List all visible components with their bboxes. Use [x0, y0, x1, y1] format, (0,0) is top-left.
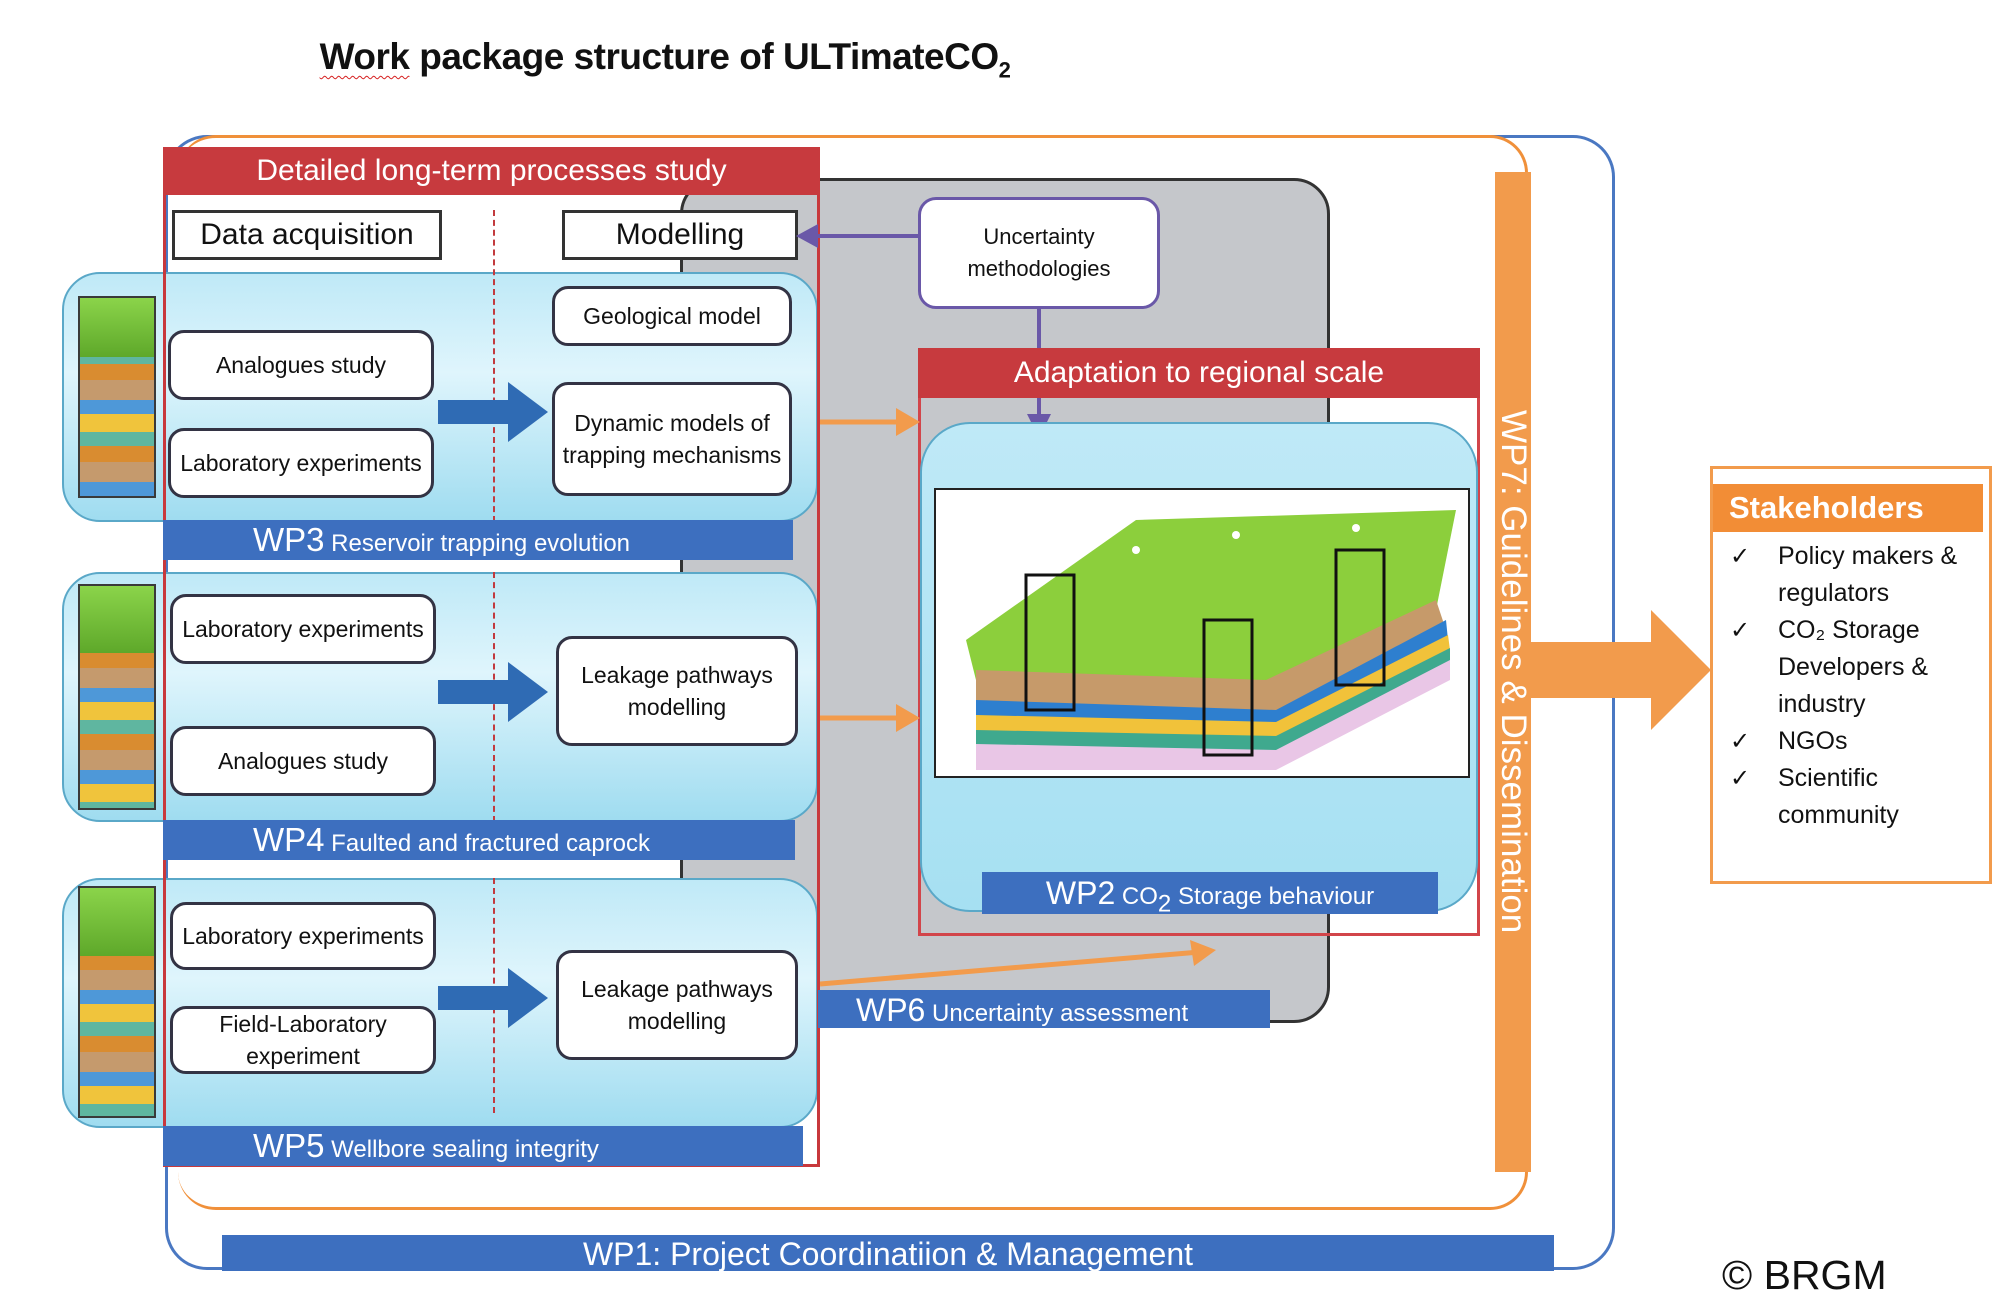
wp4-analogues-study-box: Analogues study [170, 726, 436, 796]
wp2-code: WP2 [1045, 875, 1116, 911]
wp5-laboratory-experiments-box: Laboratory experiments [170, 902, 436, 970]
data-acquisition-header: Data acquisition [172, 210, 442, 260]
wp3-bar: WP3 Reservoir trapping evolution [163, 520, 793, 560]
wp6-code: WP6 [856, 992, 926, 1028]
wp3-dynamic-models-box: Dynamic models of trapping mechanisms [552, 382, 792, 496]
wp5-leakage-pathways-box: Leakage pathways modelling [556, 950, 798, 1060]
wp7-label-text: WP7: Guidelines & Dissemination [1494, 410, 1533, 934]
wp5-title: Wellbore sealing integrity [324, 1136, 599, 1163]
wp3-geological-model-box: Geological model [552, 286, 792, 346]
stakeholders-list: Policy makers & regulators CO₂ Storage D… [1730, 538, 1990, 834]
wp2-title-b: Storage behaviour [1171, 883, 1375, 910]
wp4-leakage-pathways-box: Leakage pathways modelling [556, 636, 798, 746]
wp5-bar: WP5 Wellbore sealing integrity [163, 1126, 803, 1166]
wp7-bar [1495, 172, 1531, 1172]
wp4-to-wp2-arrow-icon [820, 704, 920, 732]
regional-geology-block-image [934, 488, 1470, 778]
stakeholder-item: Scientific community [1730, 760, 1990, 834]
wp6-bar: WP6 Uncertainty assessment [818, 990, 1270, 1028]
title-subscript: 2 [998, 57, 1011, 83]
copyright: © BRGM [1722, 1252, 1887, 1298]
wp4-bar: WP4 Faulted and fractured caprock [163, 820, 795, 860]
wp2-bar: WP2 CO2 Storage behaviour [982, 872, 1438, 918]
uncertainty-to-modelling-arrow-icon [796, 224, 920, 248]
dissemination-arrow-icon [1531, 610, 1711, 730]
wp3-geology-strip [78, 296, 156, 498]
wp4-code: WP4 [253, 821, 325, 858]
wp3-title: Reservoir trapping evolution [324, 530, 631, 557]
wp3-to-wp2-arrow-icon [820, 408, 920, 436]
diagram-title: Work package structure of ULTimateCO2 [0, 36, 1330, 83]
title-main: package structure of ULTimateCO [409, 36, 999, 77]
title-prefix: Work [319, 36, 410, 77]
wp4-title: Faulted and fractured caprock [324, 830, 651, 857]
wp5-field-laboratory-box: Field-Laboratory experiment [170, 1006, 436, 1074]
column-divider [493, 210, 495, 522]
wp5-to-wp2-arrow-icon [820, 940, 1216, 987]
stakeholders-header: Stakeholders [1713, 484, 1983, 532]
wp3-right-arrow-icon [438, 382, 548, 442]
wp4-right-arrow-icon [438, 662, 548, 722]
adaptation-regional-scale-header: Adaptation to regional scale [918, 348, 1480, 398]
wp4-geology-strip [78, 584, 156, 810]
wp3-code: WP3 [253, 521, 325, 558]
wp4-laboratory-experiments-box: Laboratory experiments [170, 594, 436, 664]
wp5-code: WP5 [253, 1127, 325, 1164]
modelling-header: Modelling [562, 210, 798, 260]
wp3-analogues-study-box: Analogues study [168, 330, 434, 400]
wp2-title-sub: 2 [1157, 890, 1172, 918]
wp6-title: Uncertainty assessment [925, 1000, 1189, 1027]
stakeholder-item: CO₂ Storage Developers & industry [1730, 612, 1990, 723]
stakeholder-item: NGOs [1730, 723, 1990, 760]
wp2-title-a: CO [1115, 883, 1158, 910]
wp3-laboratory-experiments-box: Laboratory experiments [168, 428, 434, 498]
wp7-label: WP7: Guidelines & Dissemination [1494, 172, 1533, 1172]
wp1-bar: WP1: Project Coordinatiion & Management [222, 1235, 1554, 1272]
uncertainty-methodologies-box: Uncertainty methodologies [918, 197, 1160, 309]
stakeholder-item: Policy makers & regulators [1730, 538, 1990, 612]
long-term-study-header: Detailed long-term processes study [163, 147, 820, 195]
wp5-geology-strip [78, 886, 156, 1118]
wp5-right-arrow-icon [438, 968, 548, 1028]
